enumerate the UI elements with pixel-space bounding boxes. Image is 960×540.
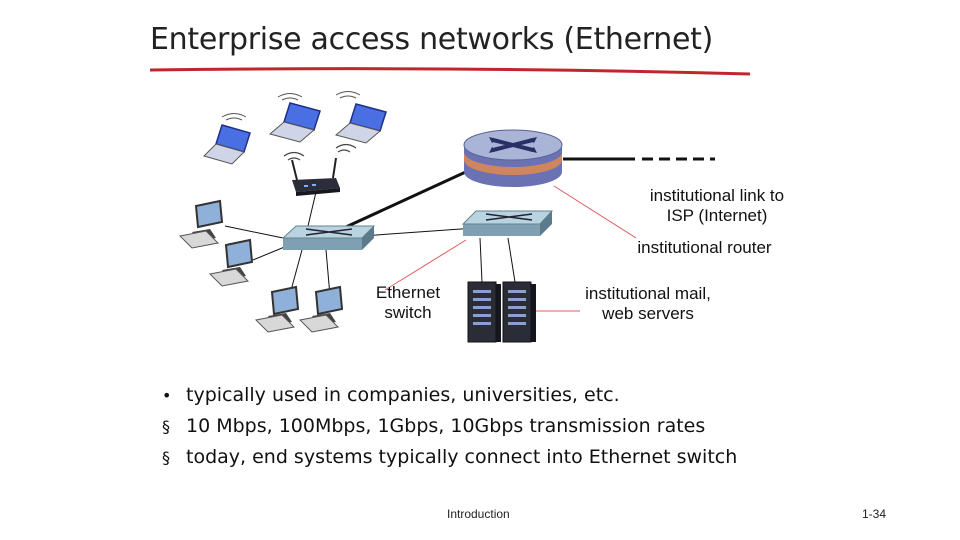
slide-title: Enterprise access networks (Ethernet)	[150, 22, 714, 57]
laptop-icon	[268, 93, 321, 143]
bullet-marker: •	[162, 386, 172, 405]
bullet-list: • typically used in companies, universit…	[160, 380, 737, 473]
laptop-icon	[334, 91, 387, 144]
link-switch-wifi	[307, 191, 317, 227]
footer-section-label: Introduction	[447, 507, 510, 521]
label-servers-line1: institutional mail,	[585, 284, 711, 303]
desktop-pc-icon	[178, 199, 224, 249]
callout-line-link	[553, 185, 637, 239]
label-institutional-router: institutional router	[637, 238, 772, 257]
ethernet-switch-right-icon	[461, 210, 554, 236]
bullet-text: typically used in companies, universitie…	[186, 384, 620, 406]
server-icon	[502, 281, 536, 343]
link-switch-pc1	[224, 225, 284, 239]
label-servers-line2: web servers	[602, 304, 694, 323]
callout-line-router	[384, 239, 467, 291]
ethernet-switch-left-icon	[281, 225, 376, 250]
label-servers: institutional mail, web servers	[562, 284, 734, 324]
desktop-pc-icon	[298, 285, 344, 333]
label-institutional-link-line1: institutional link to	[649, 186, 785, 205]
desktop-pc-icon	[208, 238, 254, 287]
label-institutional-link-line2: ISP (Internet)	[666, 206, 768, 225]
link-switch-server1	[479, 237, 483, 283]
bullet-marker: §	[162, 417, 170, 436]
bullet-item: § 10 Mbps, 100Mbps, 1Gbps, 10Gbps transm…	[160, 411, 737, 442]
label-ethernet-switch: Ethernet switch	[358, 283, 458, 323]
desktop-pc-icon	[254, 285, 300, 333]
bullet-item: § today, end systems typically connect i…	[160, 442, 737, 473]
link-switch-pc3	[289, 249, 303, 295]
label-institutional-link: institutional link to ISP (Internet)	[632, 186, 802, 226]
link-switch-server2	[507, 237, 516, 283]
label-ethernet-switch-line2: switch	[384, 303, 432, 322]
router-icon	[463, 129, 563, 187]
label-ethernet-switch-line1: Ethernet	[375, 283, 441, 302]
server-icon	[467, 281, 501, 343]
bullet-marker: §	[162, 448, 170, 467]
title-underline	[149, 67, 751, 76]
bullet-text: 10 Mbps, 100Mbps, 1Gbps, 10Gbps transmis…	[186, 415, 706, 437]
link-switch-switch	[361, 227, 476, 237]
bullet-item: • typically used in companies, universit…	[160, 380, 737, 411]
footer-page-number: 1-34	[862, 507, 887, 521]
wifi-access-point-icon	[283, 143, 357, 196]
laptop-icon	[203, 113, 251, 165]
bullet-text: today, end systems typically connect int…	[186, 446, 738, 468]
link-switch-pc2	[247, 245, 288, 263]
link-router-switch	[334, 168, 471, 234]
